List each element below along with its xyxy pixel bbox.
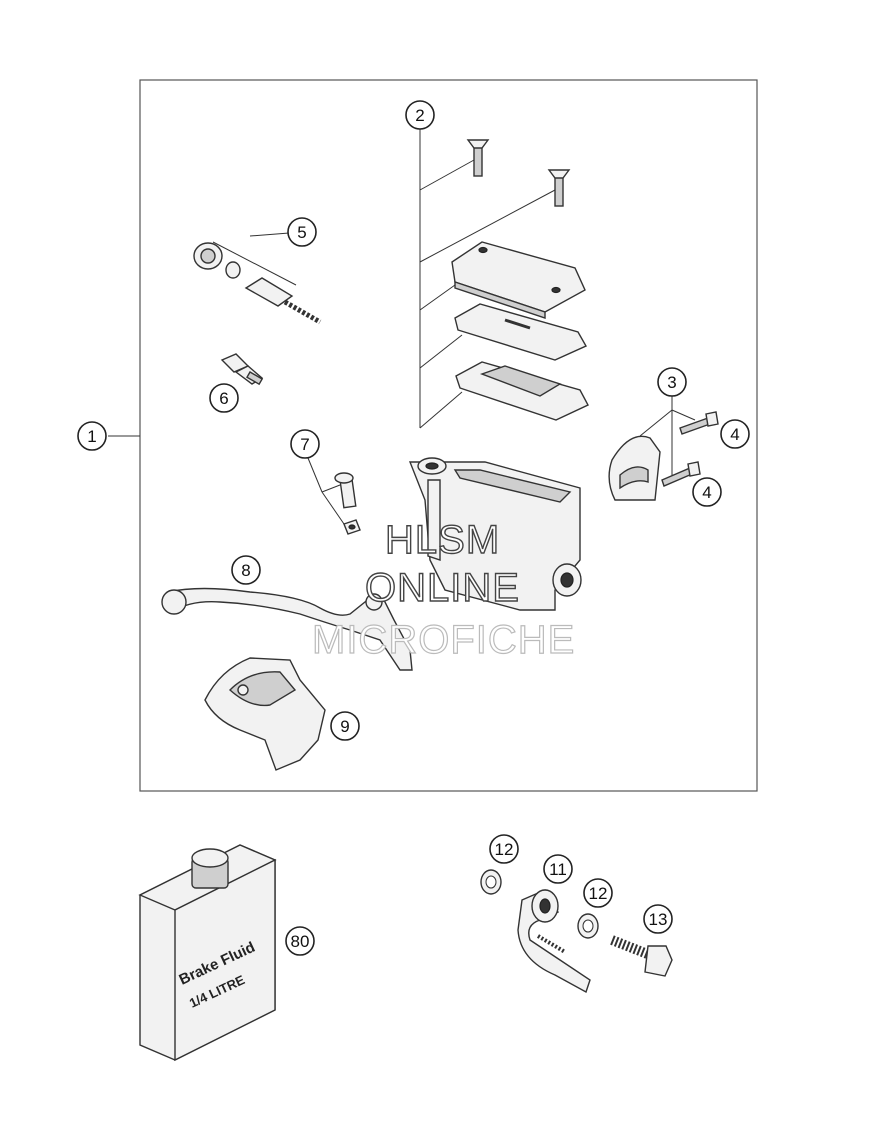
brake-fluid-bottle: Brake Fluid 1/4 LITRE [138,844,277,1062]
watermark-line2: ONLINE [364,565,520,610]
svg-text:9: 9 [340,717,349,736]
piston-kit [193,242,322,325]
clamp-bolt [679,411,719,435]
callout-4b: 4 [692,477,722,507]
banjo-washer [480,869,502,895]
svg-text:2: 2 [415,106,424,125]
lever-pivot-bolt [334,472,361,535]
reservoir-diaphragm [455,361,589,421]
svg-text:13: 13 [649,910,668,929]
callout-80: 80 [285,926,315,956]
callout-11: 11 [543,854,573,884]
svg-text:80: 80 [291,932,310,951]
svg-text:12: 12 [589,884,608,903]
svg-text:1: 1 [87,427,96,446]
callout-4a: 4 [720,419,750,449]
svg-text:4: 4 [702,483,711,502]
callout-6: 6 [209,383,239,413]
callout-3: 3 [657,367,687,397]
cover-screw [466,139,490,177]
svg-text:6: 6 [219,389,228,408]
lever-protector [204,657,326,771]
callout-9: 9 [330,711,360,741]
cover-screw [547,169,571,207]
callout-5: 5 [287,217,317,247]
brake-hose-end [517,889,591,994]
reservoir-gasket [454,303,587,361]
brake-light-switch [220,353,264,386]
banjo-washer [577,913,599,939]
callout-7: 7 [290,429,320,459]
callout-2: 2 [405,100,435,130]
watermark-line3: MICROFICHE [311,617,576,662]
reservoir-cover [451,241,586,319]
callout-12b: 12 [583,878,613,908]
callout-12a: 12 [489,834,519,864]
svg-text:11: 11 [549,860,567,879]
brake-lever [161,587,413,671]
callout-8: 8 [231,555,261,585]
clamp-bolt [661,461,701,487]
callout-1: 1 [77,421,107,451]
handlebar-clamp [608,435,661,501]
master-cylinder-body [408,457,582,611]
svg-text:3: 3 [667,373,676,392]
svg-text:7: 7 [300,435,309,454]
svg-text:8: 8 [241,561,250,580]
banjo-bolt [610,935,673,977]
svg-text:4: 4 [730,425,739,444]
watermark-line1: HLSM [384,517,501,562]
callout-13: 13 [643,904,673,934]
svg-text:12: 12 [495,840,514,859]
svg-text:5: 5 [297,223,306,242]
